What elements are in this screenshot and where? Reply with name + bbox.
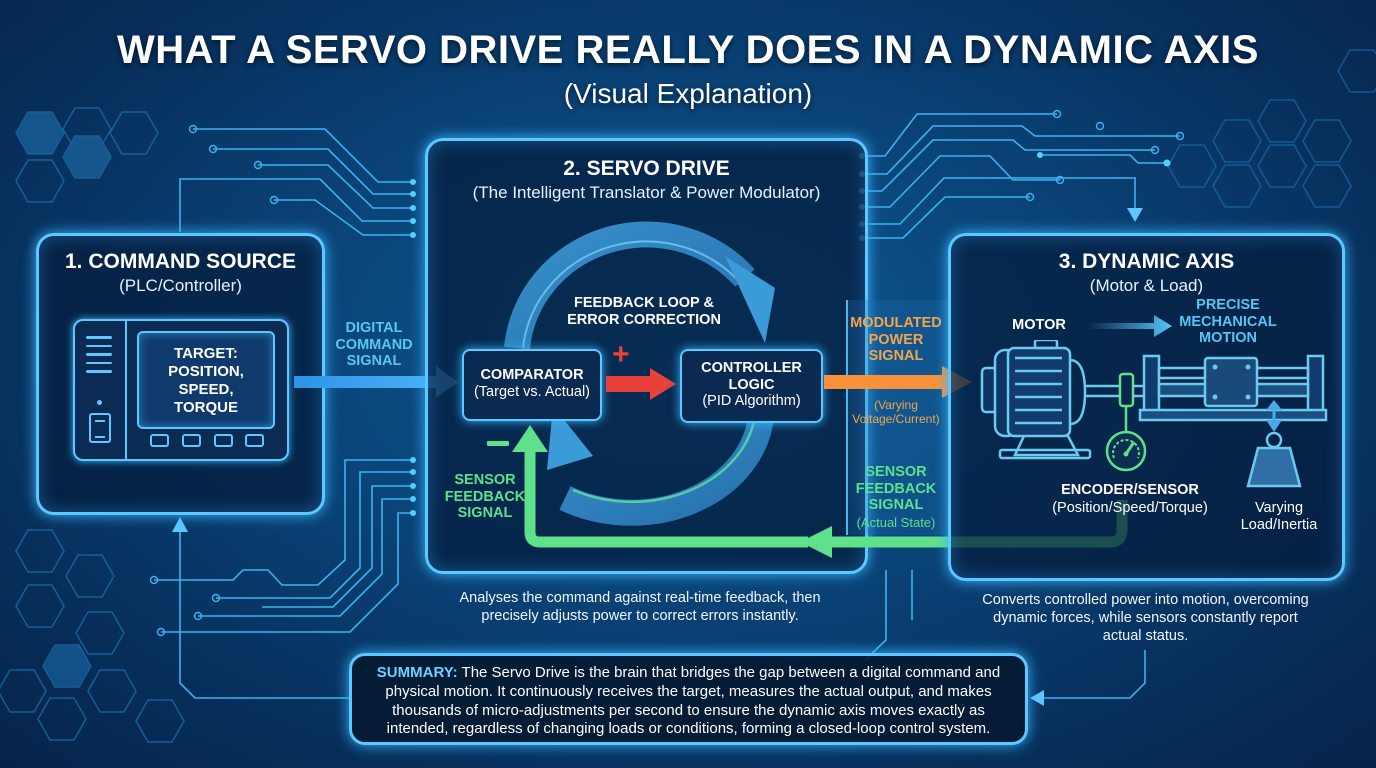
vent-lines-icon bbox=[86, 336, 112, 373]
plc-button-3[interactable] bbox=[214, 434, 233, 447]
motor-icon bbox=[980, 340, 1120, 460]
status-led-icon bbox=[97, 400, 102, 405]
sensor-feedback-label-left: SENSOR FEEDBACK SIGNAL bbox=[444, 472, 526, 522]
port-icon bbox=[89, 413, 111, 443]
return-arrow-to-command bbox=[172, 517, 188, 532]
motor-label: MOTOR bbox=[1012, 317, 1066, 333]
plc-button-2[interactable] bbox=[182, 434, 201, 447]
coupling-and-encoder bbox=[1105, 372, 1147, 472]
page-title: WHAT A SERVO DRIVE REALLY DOES IN A DYNA… bbox=[117, 28, 1259, 72]
error-signal-arrow bbox=[606, 368, 676, 400]
modulated-power-note: (Varying Voltage/Current) bbox=[852, 398, 940, 426]
plus-sign: + bbox=[612, 338, 630, 371]
plc-screen-text: TARGET: POSITION, SPEED, TORQUE bbox=[168, 345, 244, 416]
encoder-subtitle: (Position/Speed/Torque) bbox=[1052, 500, 1208, 516]
sensor-feedback-note: (Actual State) bbox=[856, 515, 936, 530]
plc-button-1[interactable] bbox=[150, 434, 169, 447]
motion-arrow bbox=[1088, 315, 1172, 337]
digital-command-arrow bbox=[294, 366, 458, 398]
controller-logic-title: CONTROLLER LOGIC bbox=[701, 360, 802, 393]
controller-logic-subtitle: (PID Algorithm) bbox=[702, 393, 801, 410]
digital-command-label: DIGITAL COMMAND SIGNAL bbox=[335, 320, 413, 370]
dynamic-axis-title: 3. DYNAMIC AXIS bbox=[1058, 250, 1235, 273]
load-label: Varying Load/Inertia bbox=[1240, 500, 1318, 533]
linear-stage-icon bbox=[1133, 354, 1328, 422]
plc-device: TARGET: POSITION, SPEED, TORQUE bbox=[73, 319, 289, 461]
dynamic-axis-description: Converts controlled power into motion, o… bbox=[982, 592, 1309, 645]
comparator-box: COMPARATOR (Target vs. Actual) bbox=[462, 349, 602, 421]
command-source-panel: 1. COMMAND SOURCE (PLC/Controller) TARGE… bbox=[36, 233, 325, 515]
arrow-to-summary bbox=[1030, 690, 1044, 706]
hexagon-pattern-left bbox=[0, 107, 185, 743]
plc-screen: TARGET: POSITION, SPEED, TORQUE bbox=[137, 331, 275, 429]
modulated-power-label: MODULATED POWER SIGNAL bbox=[850, 315, 942, 365]
signal-channel bbox=[846, 300, 950, 535]
axis-illustration bbox=[980, 340, 1328, 488]
summary-text: The Servo Drive is the brain that bridge… bbox=[385, 664, 1001, 738]
load-weight-icon bbox=[1246, 400, 1302, 488]
arrow-to-dynamic-axis bbox=[1127, 208, 1143, 222]
modulated-power-arrow bbox=[824, 366, 972, 398]
loop-arrow-bottom bbox=[547, 406, 774, 526]
hexagon-pattern-right bbox=[1167, 49, 1376, 208]
summary-box: SUMMARY: The Servo Drive is the brain th… bbox=[349, 653, 1028, 745]
command-source-subtitle: (PLC/Controller) bbox=[119, 276, 242, 295]
circuit-terminals bbox=[149, 109, 1185, 637]
controller-logic-box: CONTROLLER LOGIC (PID Algorithm) bbox=[680, 349, 823, 423]
servo-drive-description: Analyses the command against real-time f… bbox=[459, 590, 821, 625]
dynamic-axis-subtitle: (Motor & Load) bbox=[1089, 276, 1204, 295]
summary-label: SUMMARY: bbox=[376, 664, 458, 681]
loop-arrow-top bbox=[504, 221, 775, 350]
minus-sign bbox=[487, 441, 509, 446]
servo-drive-subtitle: (The Intelligent Translator & Power Modu… bbox=[472, 183, 821, 202]
plc-side-panel bbox=[75, 321, 127, 459]
servo-drive-title: 2. SERVO DRIVE bbox=[563, 157, 730, 180]
command-source-title: 1. COMMAND SOURCE bbox=[64, 250, 296, 273]
encoder-gauge-icon bbox=[1105, 430, 1147, 472]
comparator-subtitle: (Target vs. Actual) bbox=[473, 383, 591, 400]
encoder-label: ENCODER/SENSOR bbox=[1061, 482, 1199, 498]
sensor-feedback-label-right: SENSOR FEEDBACK SIGNAL bbox=[855, 464, 937, 514]
circuit-traces bbox=[154, 113, 1180, 699]
comparator-title: COMPARATOR bbox=[480, 367, 584, 383]
precise-motion-label: PRECISE MECHANICAL MOTION bbox=[1179, 297, 1277, 347]
feedback-loop-arrows bbox=[504, 221, 775, 526]
feedback-loop-label: FEEDBACK LOOP & ERROR CORRECTION bbox=[567, 295, 721, 328]
plc-button-4[interactable] bbox=[245, 434, 264, 447]
page-subtitle: (Visual Explanation) bbox=[563, 78, 813, 109]
